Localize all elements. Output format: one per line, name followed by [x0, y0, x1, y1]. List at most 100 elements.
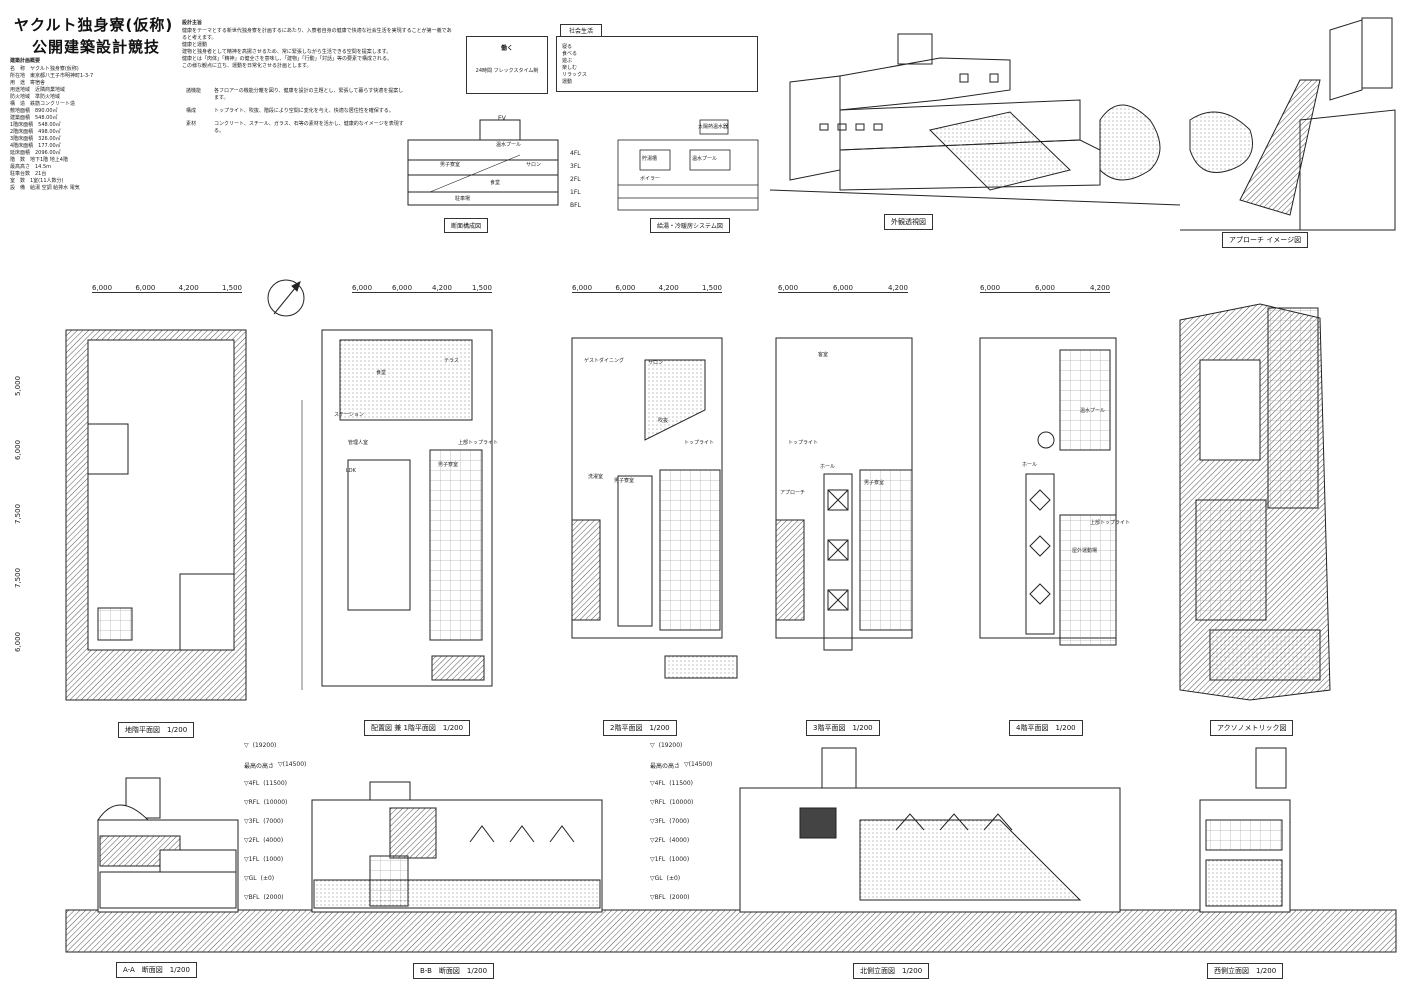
- dimension-value: 6,000: [980, 284, 1001, 292]
- plan-room-label: LDK: [346, 468, 356, 475]
- work-box-label: 働く: [500, 45, 513, 52]
- outline-row: 名 称 ヤクルト独身寮(仮称): [10, 66, 79, 72]
- outline-row: 2階床面積 498.00㎡: [10, 129, 61, 135]
- exterior-perspective: [769, 33, 1181, 206]
- plan-room-label: 客室: [818, 352, 829, 359]
- level-value: (7000): [263, 818, 284, 825]
- section-diagram-floor: 4FL: [570, 150, 581, 157]
- level-row: ▽RFL(10000): [650, 799, 712, 818]
- skylight-icon: [827, 539, 849, 561]
- plan-room-label: 上部トップライト: [458, 440, 499, 447]
- level-row: ▽BFL(2000): [244, 894, 306, 913]
- level-row: ▽2FL(4000): [650, 837, 712, 856]
- social-item: 遊ぶ: [562, 58, 573, 64]
- section-diagram-caption: 断面構成図: [444, 218, 489, 233]
- approach-perspective: [1180, 17, 1396, 231]
- dimension-value: 4,200: [887, 284, 908, 292]
- level-label: ▽3FL: [244, 818, 260, 825]
- outline-row: 用 途 寄宿舎: [10, 80, 46, 86]
- level-value: (19200): [252, 742, 277, 749]
- dimension-value: 6,000: [391, 284, 413, 292]
- outline-row: 最高高さ 14.5m: [10, 164, 52, 170]
- exterior-perspective-caption: 外観透視図: [884, 214, 933, 230]
- level-value: (1000): [263, 856, 284, 863]
- life-box: [556, 36, 758, 92]
- level-label: ▽2FL: [244, 837, 260, 844]
- skylight-icon: [827, 589, 849, 611]
- dimension-value: 6,000: [352, 284, 373, 292]
- level-label: ▽3FL: [650, 818, 666, 825]
- social-heading: 社会生活: [560, 24, 603, 37]
- level-label: ▽GL: [650, 875, 663, 882]
- level-row: 最高の高さ▽(14500): [244, 761, 306, 780]
- plan-b1-caption: 地階平面図 1/200: [118, 722, 195, 738]
- plan-room-label: 管理人室: [348, 440, 369, 447]
- level-row: ▽2FL(4000): [244, 837, 306, 856]
- level-value: (19200): [658, 742, 683, 749]
- concept-line: 健康をテーマとする新世代独身寮を計画するにあたり、入寮者自身の健康で快適な社会生…: [182, 28, 452, 41]
- section-aa-caption: A-A 断面図 1/200: [116, 962, 197, 978]
- dimension-value: 1,500: [701, 284, 722, 292]
- concept-row-value: 各フロアーの機能分離を図り、健康を設計の主題とし、緊張して暮らす快適を提案します…: [214, 88, 404, 101]
- level-row: ▽3FL(7000): [650, 818, 712, 837]
- level-label: ▽4FL: [650, 780, 666, 787]
- sheet-subtitle: 公開建築設計競技: [32, 38, 161, 56]
- outline-row: 駐車台数 21台: [10, 171, 47, 177]
- approach-image-caption: アプローチ イメージ図: [1222, 232, 1309, 248]
- work-box: 働く 24時間 フレックスタイム制: [466, 36, 548, 94]
- dimension-value: 6,000: [1034, 284, 1056, 292]
- level-label: ▽2FL: [650, 837, 666, 844]
- section-diagram-floor: BFL: [570, 202, 581, 209]
- level-row: 最高の高さ▽(14500): [650, 761, 712, 780]
- west-elevation-drawing: [1199, 747, 1292, 913]
- level-label: ▽4FL: [244, 780, 260, 787]
- level-label: ▽RFL: [244, 799, 260, 806]
- plan-3f-caption: 3階平面図 1/200: [806, 720, 880, 736]
- level-value: (11500): [263, 780, 288, 787]
- level-column-a: ▽(19200)最高の高さ▽(14500)▽4FL(11500)▽RFL(100…: [244, 742, 306, 913]
- level-label: ▽BFL: [650, 894, 666, 901]
- outline-row: 3階床面積 326.00㎡: [10, 136, 61, 142]
- system-diagram-label: 温水プール: [692, 156, 718, 162]
- west-elevation-caption: 西側立面図 1/200: [1207, 963, 1284, 979]
- outline-row: 階 数 地下1階 地上4階: [10, 157, 68, 163]
- outline-row: 敷地面積 890.00㎡: [10, 108, 58, 114]
- level-label: ▽BFL: [244, 894, 260, 901]
- level-row: ▽3FL(7000): [244, 818, 306, 837]
- system-diagram-caption: 給湯・冷暖房システム図: [650, 218, 730, 233]
- plan-room-label: ホール: [1022, 462, 1038, 469]
- dimension-value: 4,200: [431, 284, 453, 292]
- sheet-title: ヤクルト独身寮(仮称): [14, 16, 174, 34]
- concept-row: 素材コンクリート、スチール、ガラス、石等の素材を活かし、健康的なイメージを表現す…: [186, 121, 404, 135]
- level-row: ▽(19200): [244, 742, 306, 761]
- level-value: ▽(14500): [278, 761, 307, 768]
- plan-room-label: 洗濯室: [588, 474, 604, 481]
- level-value: (10000): [263, 799, 288, 806]
- dimension-value: 4,200: [658, 284, 679, 292]
- concept-row-value: コンクリート、スチール、ガラス、石等の素材を活かし、健康的なイメージを表現する。: [214, 121, 404, 134]
- level-label: ▽: [244, 742, 249, 749]
- ground-line: [65, 909, 1397, 953]
- concept-heading: 設計主旨: [182, 20, 203, 26]
- level-label: 最高の高さ: [244, 763, 275, 770]
- level-value: (4000): [263, 837, 284, 844]
- level-row: ▽RFL(10000): [244, 799, 306, 818]
- section-diagram-floor: 2FL: [570, 176, 581, 183]
- plan-room-label: ゲストダイニング: [584, 358, 625, 365]
- axonometric-caption: アクソノメトリック図: [1210, 720, 1294, 736]
- north-arrow-icon: [267, 279, 305, 317]
- outline-row: 所在地 東京都八王子市明神町1-3-7: [10, 73, 94, 79]
- dimension-value: 6,000: [92, 284, 113, 292]
- level-row: ▽1FL(1000): [650, 856, 712, 875]
- plan-room-label: 男子寮室: [614, 478, 635, 485]
- plan-room-label: トップライト: [684, 440, 715, 447]
- plan-3f-drawing: [775, 337, 913, 651]
- concept-row-key: 諸機能: [186, 88, 202, 94]
- level-row: ▽BFL(2000): [650, 894, 712, 913]
- social-item: 寝る: [562, 44, 573, 50]
- concept-table: 諸機能 各フロアーの機能分離を図り、健康を設計の主題とし、緊張して暮らす快適を提案…: [186, 88, 404, 141]
